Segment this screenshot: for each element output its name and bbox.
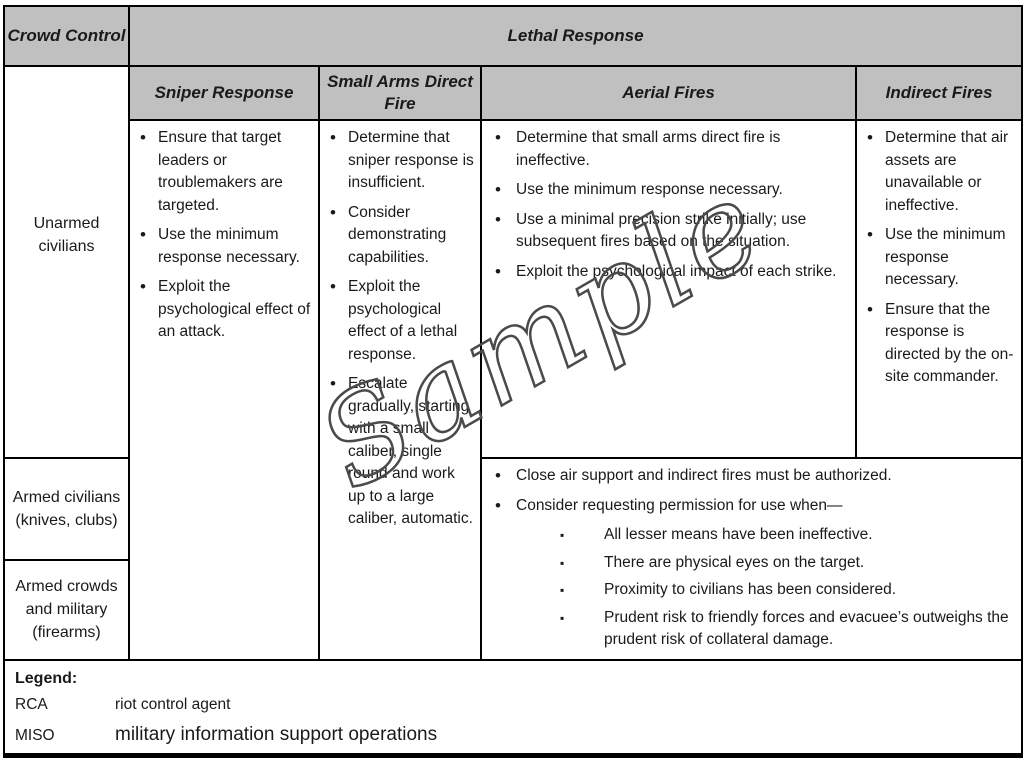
row-header-armed-civilians: Armed civilians (knives, clubs) (3, 457, 130, 561)
legend-section: Legend: RCA riot control agent MISO mili… (2, 658, 1024, 757)
sub-bullet-item: All lesser means have been ineffective. (486, 524, 1017, 547)
crowd-control-response-table: Crowd Control Lethal Response Unarmed ci… (2, 5, 1024, 758)
bullet-item: Exploit the psychological effect of an a… (134, 276, 314, 344)
row-header-armed-crowds-military: Armed crowds and military (firearms) (3, 558, 130, 661)
bullet-item: Determine that air assets are unavailabl… (861, 127, 1017, 217)
legend-entries: RCA riot control agent MISO military inf… (15, 692, 1011, 749)
legend-abbr-miso: MISO (15, 726, 55, 744)
row-header-unarmed-civilians: Unarmed civilians (3, 64, 130, 460)
cell-indirect-fires: Determine that air assets are unavailabl… (854, 119, 1024, 460)
col-header-sniper-response: Sniper Response (128, 64, 320, 122)
bullet-item: Consider demonstrating capabilities. (324, 202, 476, 270)
bullet-item: Exploit the psychological impact of each… (486, 261, 851, 284)
cell-aerial-fires: Determine that small arms direct fire is… (480, 119, 857, 460)
group-header-lethal-response: Lethal Response (127, 5, 1024, 67)
bullet-item: Escalate gradually, starting with a smal… (324, 373, 476, 531)
bullet-item: Consider requesting permission for use w… (486, 495, 1017, 518)
cell-authorization: Close air support and indirect fires mus… (479, 457, 1024, 661)
bullet-item: Determine that small arms direct fire is… (486, 127, 851, 172)
col-header-small-arms-direct-fire: Small Arms Direct Fire (318, 64, 482, 122)
bullet-item: Ensure that the response is directed by … (861, 299, 1017, 389)
bullet-item: Ensure that target leaders or troublemak… (134, 127, 314, 217)
legend-title: Legend: (15, 669, 78, 687)
bullet-item: Close air support and indirect fires mus… (486, 465, 1017, 488)
indirect-fires-list: Determine that air assets are unavailabl… (861, 127, 1017, 389)
aerial-fires-list: Determine that small arms direct fire is… (486, 127, 851, 283)
corner-header-crowd-control: Crowd Control (3, 5, 130, 67)
bullet-item: Use the minimum response necessary. (134, 224, 314, 269)
cell-sniper-response: Ensure that target leaders or troublemak… (128, 119, 320, 661)
small-arms-list: Determine that sniper response is insuff… (324, 127, 476, 531)
authorization-list: Close air support and indirect fires mus… (486, 465, 1017, 517)
col-header-indirect-fires: Indirect Fires (854, 64, 1024, 122)
bullet-item: Determine that sniper response is insuff… (324, 127, 476, 195)
cell-small-arms-direct-fire: Determine that sniper response is insuff… (318, 119, 482, 661)
sniper-response-list: Ensure that target leaders or troublemak… (134, 127, 314, 344)
bullet-item: Exploit the psychological effect of a le… (324, 276, 476, 366)
sub-bullet-item: There are physical eyes on the target. (486, 552, 1017, 575)
sub-bullet-item: Prudent risk to friendly forces and evac… (486, 607, 1017, 652)
col-header-aerial-fires: Aerial Fires (480, 64, 857, 122)
bullet-item: Use the minimum response necessary. (861, 224, 1017, 292)
legend-def-miso: military information support operations (115, 723, 438, 745)
legend-abbr-rca: RCA (15, 695, 48, 713)
sub-bullet-item: Proximity to civilians has been consider… (486, 579, 1017, 602)
legend-def-rca: riot control agent (115, 695, 231, 713)
authorization-sub-list: All lesser means have been ineffective. … (486, 524, 1017, 652)
bullet-item: Use a minimal precision strike initially… (486, 209, 851, 254)
bullet-item: Use the minimum response necessary. (486, 179, 851, 202)
